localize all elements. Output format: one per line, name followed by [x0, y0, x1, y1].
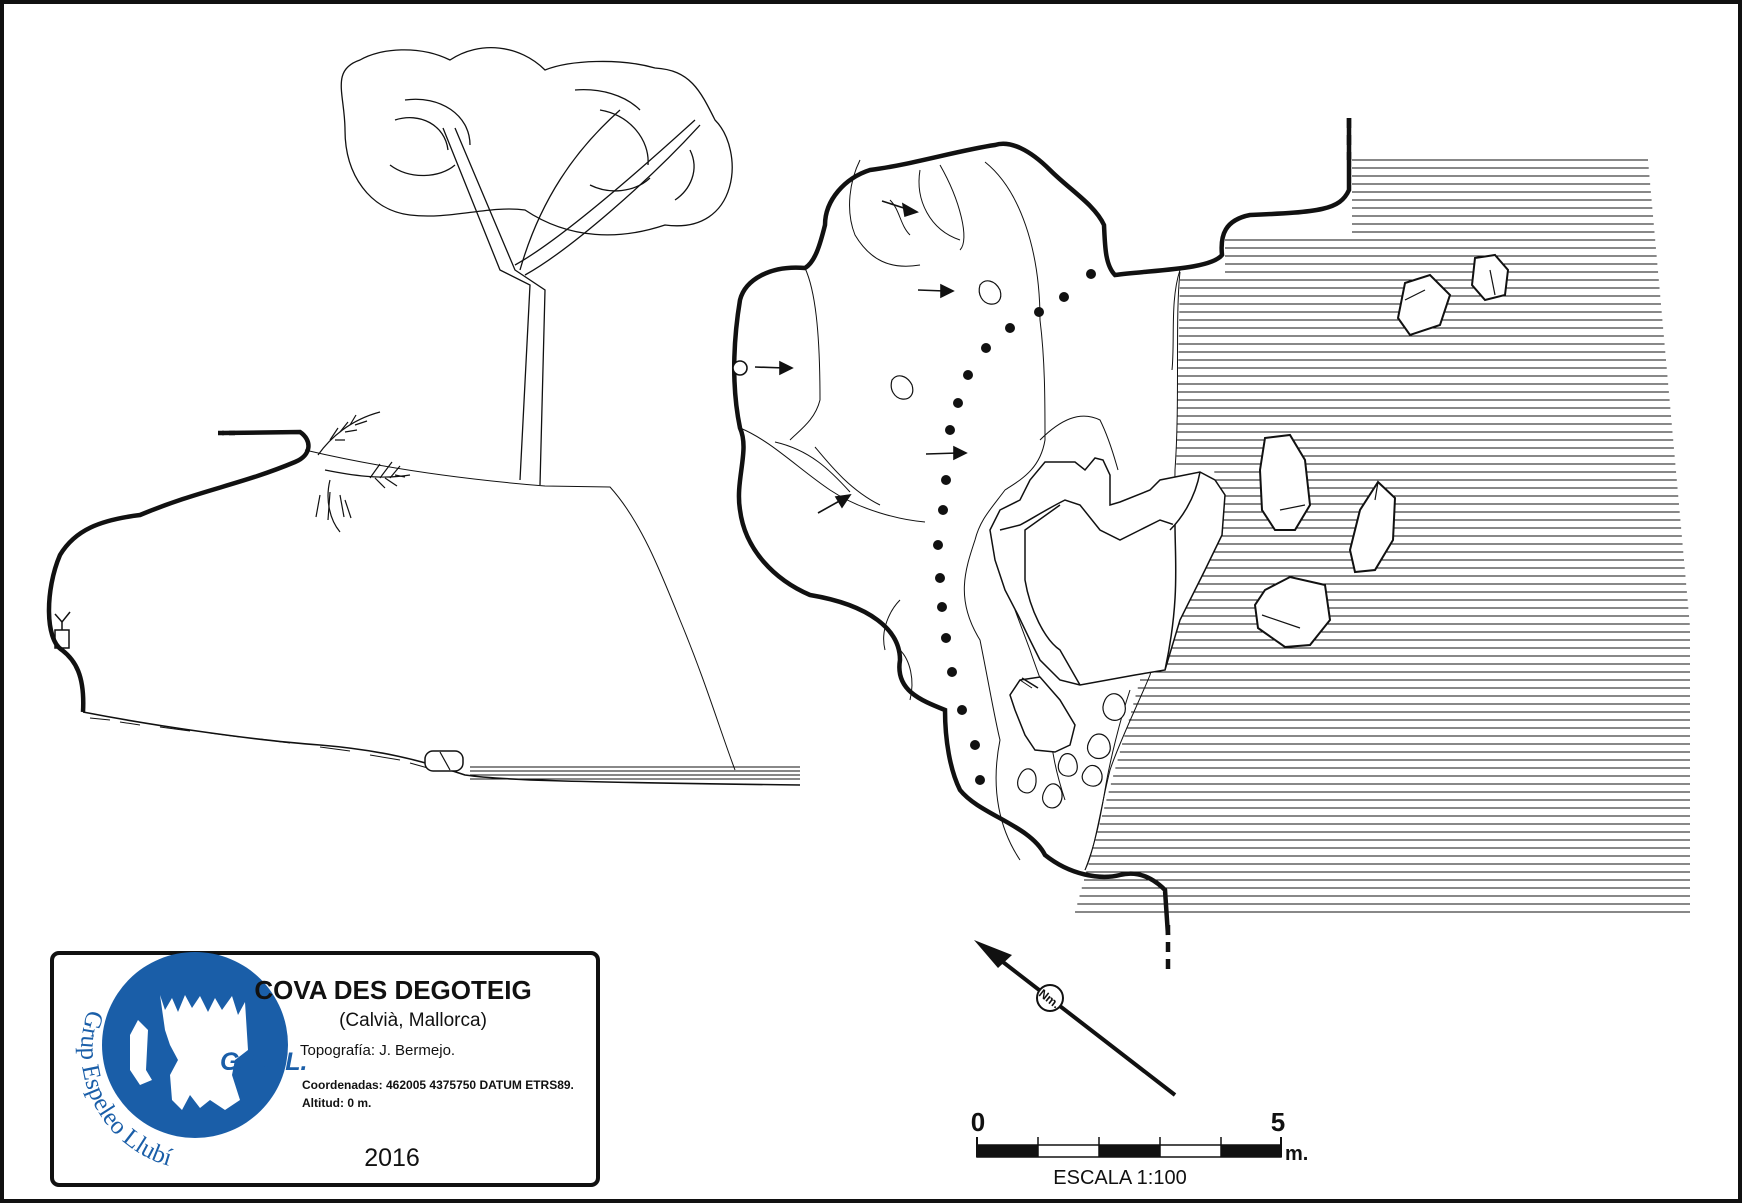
logo-cave-shape — [160, 995, 248, 1110]
scale-start: 0 — [971, 1107, 985, 1137]
collapse-block — [989, 457, 1226, 686]
slope-contours — [739, 159, 1181, 871]
route-dot — [981, 343, 991, 353]
route-dot — [963, 370, 973, 380]
entrance-marker — [732, 360, 748, 376]
north-label-circle — [1036, 984, 1064, 1012]
route-dot — [1034, 307, 1044, 317]
route-dot — [1086, 269, 1096, 279]
logo-initials: G.E.LL. — [220, 1048, 308, 1076]
altitude: Altitud: 0 m. — [302, 1096, 371, 1110]
slope-arrows — [754, 200, 1039, 689]
sea-hatching — [1075, 159, 1690, 913]
scale-end: 5 — [1271, 1107, 1285, 1137]
profile-ground-line — [304, 449, 736, 771]
plan-section — [731, 118, 1690, 972]
scale-bar: 0 5 m. ESCALA 1:100 — [971, 1107, 1309, 1189]
pebbles — [890, 280, 1126, 809]
route-dot — [953, 398, 963, 408]
profile-section — [46, 47, 801, 786]
tree-drawing — [340, 47, 733, 486]
route-dot — [933, 540, 943, 550]
route-dot — [937, 602, 947, 612]
gell-logo: G.E.LL. Grup Espeleo Llubí — [75, 952, 308, 1172]
profile-cave-wall — [46, 429, 311, 713]
plant-drawing — [315, 411, 411, 533]
north-arrow: Nm. — [974, 940, 1177, 1097]
survey-year: 2016 — [364, 1144, 420, 1172]
cave-location: (Calvià, Mallorca) — [339, 1010, 487, 1031]
sea-boulders — [1253, 253, 1510, 649]
route-dot — [975, 775, 985, 785]
title-block: G.E.LL. Grup Espeleo Llubí COVA DES DEGO… — [50, 951, 600, 1187]
route-dot — [947, 667, 957, 677]
route-dot — [941, 633, 951, 643]
scale-unit: m. — [1285, 1143, 1308, 1165]
route-dot — [945, 425, 955, 435]
coordinates: Coordenadas: 462005 4375750 DATUM ETRS89… — [302, 1078, 574, 1092]
scale-label: ESCALA 1:100 — [1053, 1167, 1186, 1189]
route-dot — [1005, 323, 1015, 333]
cave-title: COVA DES DEGOTEIG — [254, 975, 531, 1005]
route-dot — [1059, 292, 1069, 302]
profile-floor-dashes — [89, 717, 436, 771]
route-dot — [970, 740, 980, 750]
dotted-route — [933, 269, 1096, 785]
profile-boulder — [424, 750, 464, 772]
cave-wall-plan — [731, 118, 1352, 936]
route-dot — [938, 505, 948, 515]
route-dot — [941, 475, 951, 485]
profile-sea-floor — [82, 711, 801, 786]
profile-water-hatching — [470, 766, 800, 780]
route-dot — [957, 705, 967, 715]
topography-credit: Topografía: J. Bermejo. — [300, 1042, 455, 1059]
route-dot — [935, 573, 945, 583]
profile-formation — [54, 611, 71, 649]
small-block — [1009, 676, 1076, 753]
